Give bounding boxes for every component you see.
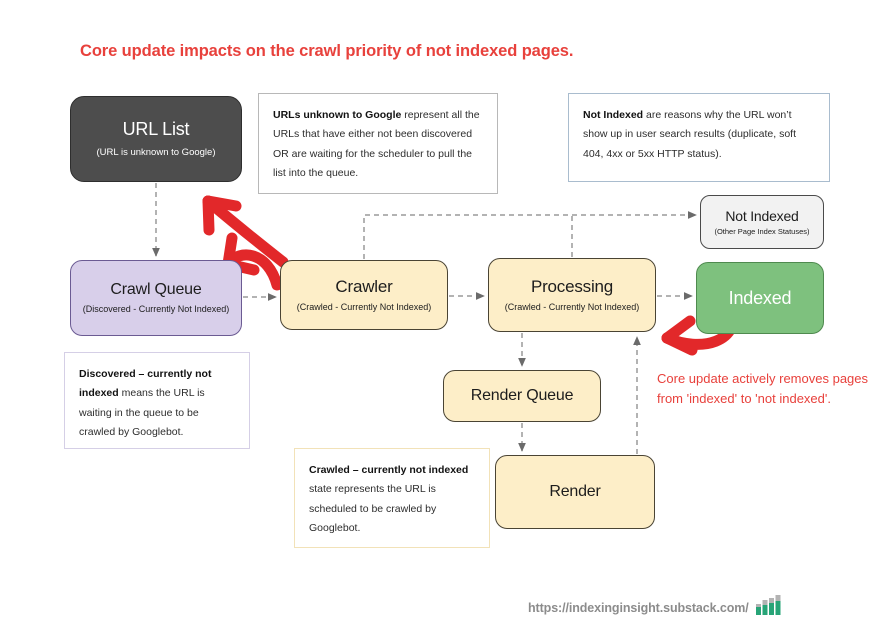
node-not-indexed-title: Not Indexed <box>725 207 799 224</box>
edge-crawler-to-notindexed <box>363 211 697 259</box>
node-render[interactable]: Render <box>495 455 655 529</box>
note-discovered-text: means the URL is waiting in the queue to… <box>79 387 205 439</box>
note-crawled-text: state represents the URL is scheduled to… <box>309 483 437 535</box>
note-urls-unknown: URLs unknown to Google represent all the… <box>258 93 498 194</box>
red-arrow-to-urllist <box>202 195 289 268</box>
page-title: Core update impacts on the crawl priorit… <box>80 42 574 60</box>
note-not-indexed: Not Indexed are reasons why the URL won’… <box>568 93 830 182</box>
node-processing-subtitle: (Crawled - Currently Not Indexed) <box>504 301 640 312</box>
node-crawler-subtitle: (Crawled - Currently Not Indexed) <box>296 301 432 312</box>
node-crawler[interactable]: Crawler (Crawled - Currently Not Indexed… <box>280 260 448 330</box>
note-not-indexed-text: are reasons why the URL won’t show up in… <box>583 109 797 160</box>
node-processing-title: Processing <box>530 277 614 297</box>
note-not-indexed-bold: Not Indexed <box>583 109 644 121</box>
note-urls-unknown-text: represent all the URLs that have either … <box>273 109 480 180</box>
note-urls-unknown-bold: URLs unknown to Google <box>273 109 402 121</box>
node-processing[interactable]: Processing (Crawled - Currently Not Inde… <box>488 258 656 332</box>
footer: https://indexinginsight.substack.com/ <box>528 595 782 620</box>
node-render-queue-title: Render Queue <box>470 386 574 404</box>
node-not-indexed-subtitle: (Other Page Index Statuses) <box>714 226 810 236</box>
node-render-title: Render <box>549 482 601 500</box>
red-annotation-text: Core update actively removes pages from … <box>657 371 869 406</box>
node-render-queue[interactable]: Render Queue <box>443 370 601 422</box>
node-crawl-queue-title: Crawl Queue <box>110 280 202 298</box>
node-url-list-subtitle: (URL is unknown to Google) <box>96 147 216 159</box>
node-url-list[interactable]: URL List (URL is unknown to Google) <box>70 96 242 182</box>
bar-chart-logo-icon <box>755 595 782 620</box>
note-crawled-bold: Crawled – currently not indexed <box>309 464 469 476</box>
node-indexed[interactable]: Indexed <box>696 262 824 334</box>
node-crawl-queue[interactable]: Crawl Queue (Discovered - Currently Not … <box>70 260 242 336</box>
node-crawl-queue-subtitle: (Discovered - Currently Not Indexed) <box>82 304 230 315</box>
node-indexed-title: Indexed <box>728 287 792 308</box>
node-crawler-title: Crawler <box>335 277 393 297</box>
note-crawled: Crawled – currently not indexed state re… <box>294 448 490 548</box>
node-url-list-title: URL List <box>122 118 190 139</box>
node-not-indexed[interactable]: Not Indexed (Other Page Index Statuses) <box>700 195 824 249</box>
note-discovered: Discovered – currently not indexed means… <box>64 352 250 449</box>
note-discovered-bold: Discovered – currently not indexed <box>79 368 212 400</box>
footer-url[interactable]: https://indexinginsight.substack.com/ <box>528 600 749 615</box>
